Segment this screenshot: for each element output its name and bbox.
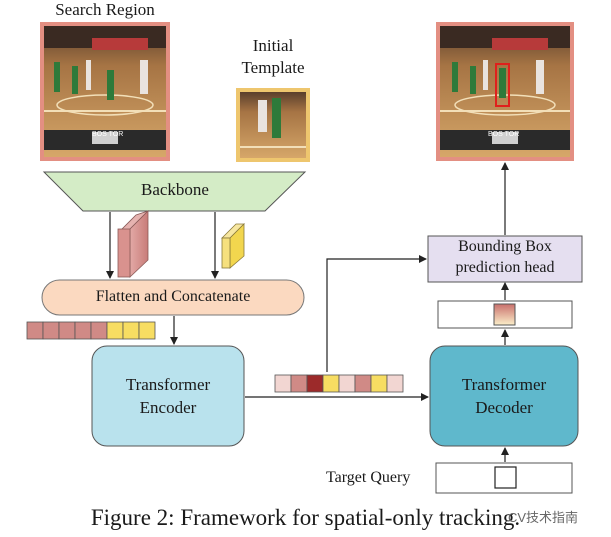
token-cell (106, 321, 124, 340)
initial-template-label-line1: Initial (252, 36, 294, 55)
bbox-head-label-line2: prediction head (455, 259, 555, 276)
scoreboard-left: BOS TOR (92, 131, 152, 138)
token-cell (26, 321, 44, 340)
token-cell (58, 321, 76, 340)
token-cell (338, 374, 356, 393)
initial-template-label-line2: Template (241, 58, 305, 77)
token-cell (42, 321, 60, 340)
watermark: CV技术指南 (508, 510, 579, 525)
search-region-label: Search Region (55, 0, 155, 19)
flatten-concat-label: Flatten and Concatenate (95, 288, 251, 305)
score-team-a-out: BOS (488, 131, 503, 138)
initial-template-image (236, 88, 310, 162)
token-cell (290, 374, 308, 393)
token-cell (306, 374, 324, 393)
decoder-label-line1: Transformer (461, 375, 547, 394)
scoreboard-right: BOS TOR (488, 131, 548, 138)
score-team-a: BOS (92, 131, 107, 138)
encoder-label-line1: Transformer (125, 375, 211, 394)
bbox-prediction-head (427, 235, 583, 283)
token-cell (354, 374, 372, 393)
score-team-b: TOR (108, 131, 124, 138)
decoder-label-line2: Decoder (475, 398, 533, 417)
target-query-label: Target Query (326, 469, 411, 486)
tracking-bbox (495, 63, 510, 107)
feature-map-search (117, 210, 149, 278)
token-cell (386, 374, 404, 393)
flattened-token-sequence (26, 321, 156, 340)
backbone-block (42, 171, 307, 212)
token-cell (322, 374, 340, 393)
encoder-label-line2: Encoder (139, 398, 197, 417)
target-query-token (494, 466, 517, 489)
token-cell (90, 321, 108, 340)
search-region-image (40, 22, 170, 161)
transformer-encoder-block (91, 345, 245, 447)
feature-map-template (221, 223, 245, 269)
flatten-concat-block (41, 279, 305, 316)
decoder-output-token (493, 303, 516, 326)
token-cell (370, 374, 388, 393)
token-cell (274, 374, 292, 393)
token-cell (74, 321, 92, 340)
figure-caption: Figure 2: Framework for spatial-only tra… (90, 505, 521, 530)
token-cell (138, 321, 156, 340)
transformer-decoder-block (429, 345, 579, 447)
backbone-label: Backbone (141, 180, 209, 199)
token-cell (122, 321, 140, 340)
score-team-b-out: TOR (504, 131, 520, 138)
output-image (436, 22, 574, 161)
encoder-output-tokens (274, 374, 404, 393)
bbox-head-label-line1: Bounding Box (458, 238, 552, 255)
